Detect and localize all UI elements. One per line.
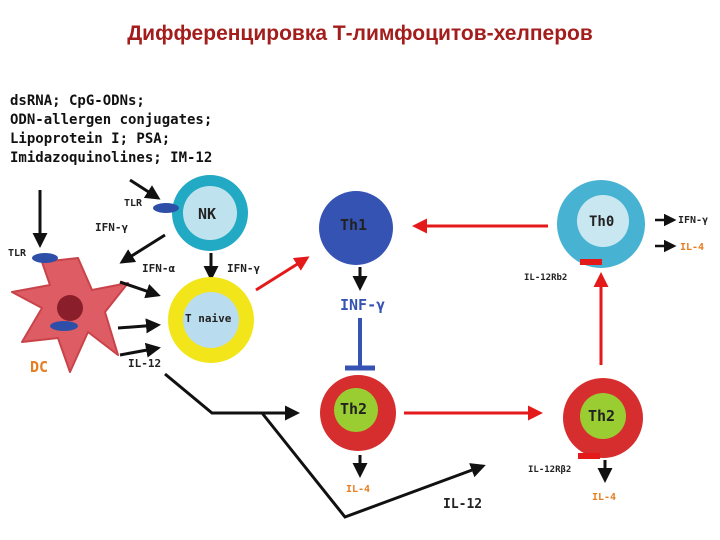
il12rb2-th0-label: IL-12Rb2	[524, 273, 567, 283]
th2-left-label: Th2	[340, 400, 367, 418]
il12rb2-th2-label: IL-12Rβ2	[528, 465, 571, 475]
il4-right-label: IL-4	[592, 492, 616, 503]
th0-label: Th0	[589, 214, 614, 230]
il4-th0-label: IL-4	[680, 242, 704, 253]
il12-bottom-label: IL-12	[443, 497, 482, 512]
dc-to-naive-arrow-2	[117, 318, 161, 334]
il12-to-th2-path	[164, 372, 300, 421]
ligand-to-nk-arrow	[129, 178, 161, 200]
th1-label: Th1	[340, 216, 367, 234]
il12rb2-receptor-th2	[578, 453, 600, 459]
th2-left-inner	[334, 388, 378, 432]
dc-to-naive-arrow-1	[119, 280, 161, 299]
il12-dc-label: IL-12	[128, 357, 161, 370]
il4-left-label: IL-4	[346, 484, 370, 495]
ligand-line: ODN-allergen conjugates;	[10, 112, 213, 128]
th2-right-label: Th2	[588, 407, 615, 425]
tlr-ligand-list: dsRNA; CpG-ODNs; ODN-allergen conjugates…	[10, 92, 212, 168]
nk-to-dc-arrow	[119, 233, 166, 264]
ligand-line: dsRNA; CpG-ODNs;	[10, 93, 145, 109]
ifn-alpha-label: IFN-α	[142, 262, 175, 275]
ligand-line: Lipoprotein I; PSA;	[10, 131, 171, 147]
ifn-gamma-th0-label: IFN-γ	[678, 215, 708, 226]
t-naive-inner	[183, 292, 239, 348]
tlr-label-dc: TLR	[8, 248, 27, 259]
naive-to-th1-arrow	[255, 256, 310, 292]
ligand-line: Imidazoquinolines; IM-12	[10, 150, 213, 166]
tlr-receptor-nk	[153, 203, 179, 213]
ifn-gamma-nk-label: IFN-γ	[95, 221, 128, 234]
tlr-label-nk: TLR	[124, 198, 143, 209]
nk-label: NK	[198, 205, 216, 223]
dc-nucleus	[57, 295, 83, 321]
page-title: Дифференцировка Т-лимфоцитов-хелперов	[127, 22, 593, 45]
th1-cell	[319, 191, 393, 265]
tlr-receptor-dc	[32, 253, 58, 263]
dc-label: DC	[30, 358, 48, 376]
dc-il12-arrow	[119, 342, 161, 358]
inf-gamma-label: INF-γ	[340, 296, 385, 314]
dc-receptor	[50, 321, 78, 331]
il12rb2-receptor-th0	[580, 259, 602, 265]
th0-inner	[577, 195, 629, 247]
t-naive-label: T naive	[185, 312, 232, 325]
il12-bottom-path	[260, 412, 486, 519]
th2-right-inner	[580, 393, 626, 439]
ifn-gamma-naive-label: IFN-γ	[227, 262, 260, 275]
nk-cell-inner	[183, 186, 237, 240]
